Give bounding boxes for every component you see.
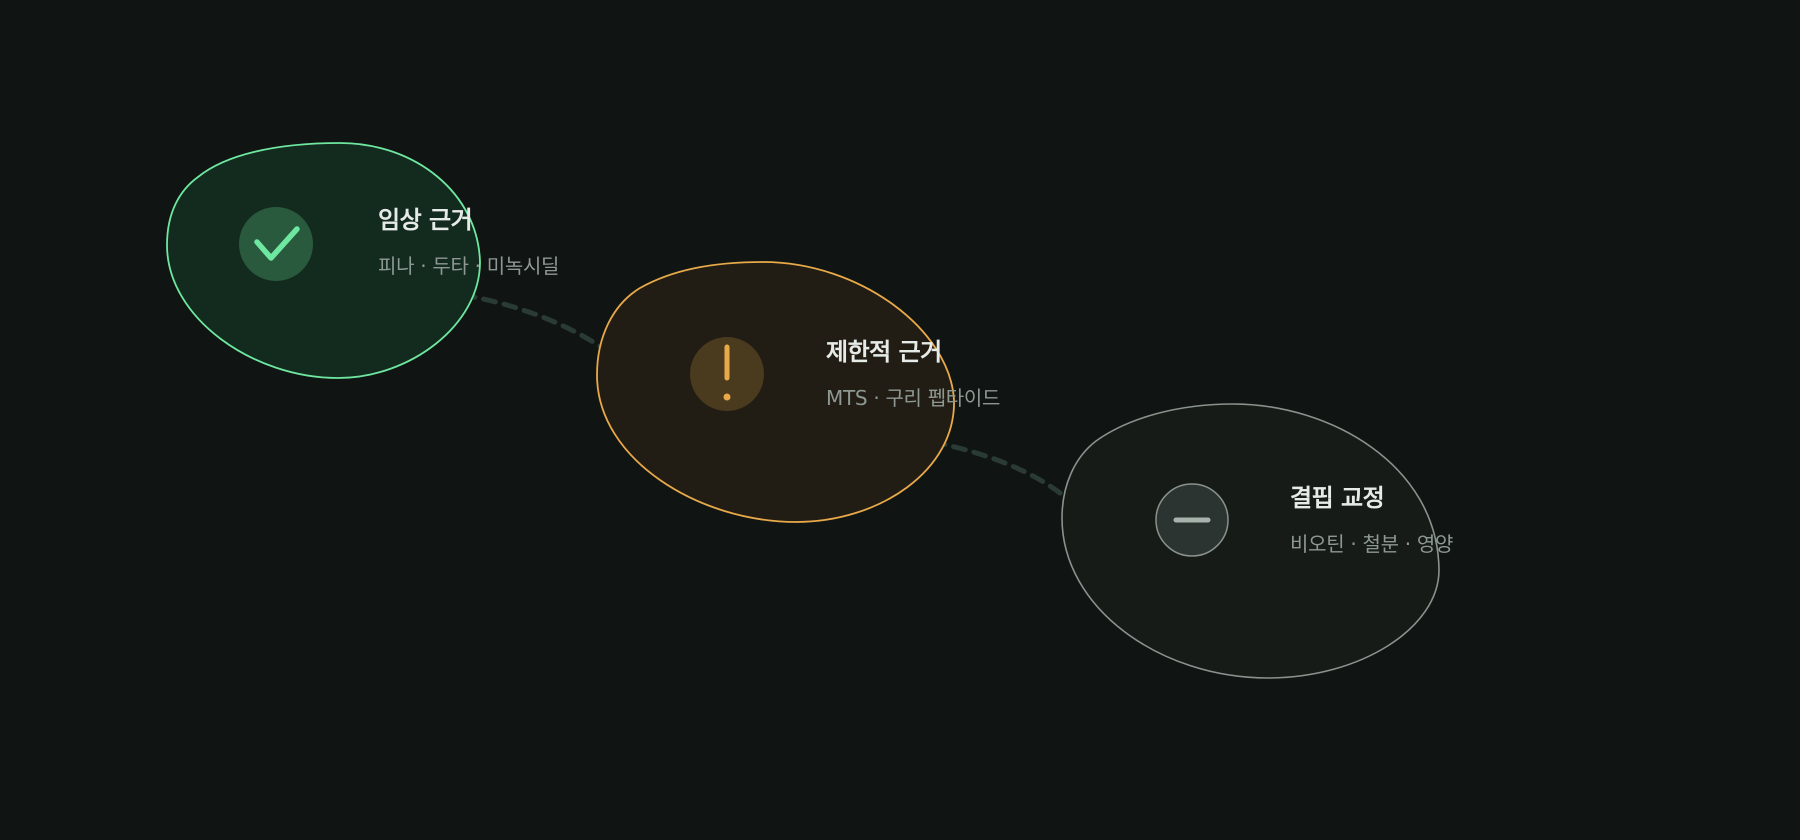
node-1-badge xyxy=(239,207,313,281)
node-clinical-evidence[interactable] xyxy=(166,142,481,379)
node-1-label: 임상 근거 피나 · 두타 · 미녹시딜 xyxy=(378,200,559,279)
node-subtitle: 피나 · 두타 · 미녹시딜 xyxy=(378,254,560,278)
node-1-blob xyxy=(166,142,481,379)
node-title: 제한적 근거 xyxy=(826,338,942,366)
check-icon xyxy=(254,226,300,261)
node-3-label: 결핍 교정 비오틴 · 철분 · 영양 xyxy=(1290,478,1453,557)
node-3-blob xyxy=(1061,403,1440,679)
node-2-label: 제한적 근거 MTS · 구리 펩타이드 xyxy=(826,332,1000,411)
node-2-blob xyxy=(596,261,955,523)
node-subtitle: MTS · 구리 펩타이드 xyxy=(826,386,1001,410)
node-subtitle: 비오틴 · 철분 · 영양 xyxy=(1290,532,1454,556)
node-title: 결핍 교정 xyxy=(1290,484,1385,512)
node-deficiency-correction[interactable] xyxy=(1061,403,1440,679)
node-title: 임상 근거 xyxy=(378,206,473,234)
exclamation-icon xyxy=(723,344,731,401)
node-limited-evidence[interactable] xyxy=(596,261,955,523)
